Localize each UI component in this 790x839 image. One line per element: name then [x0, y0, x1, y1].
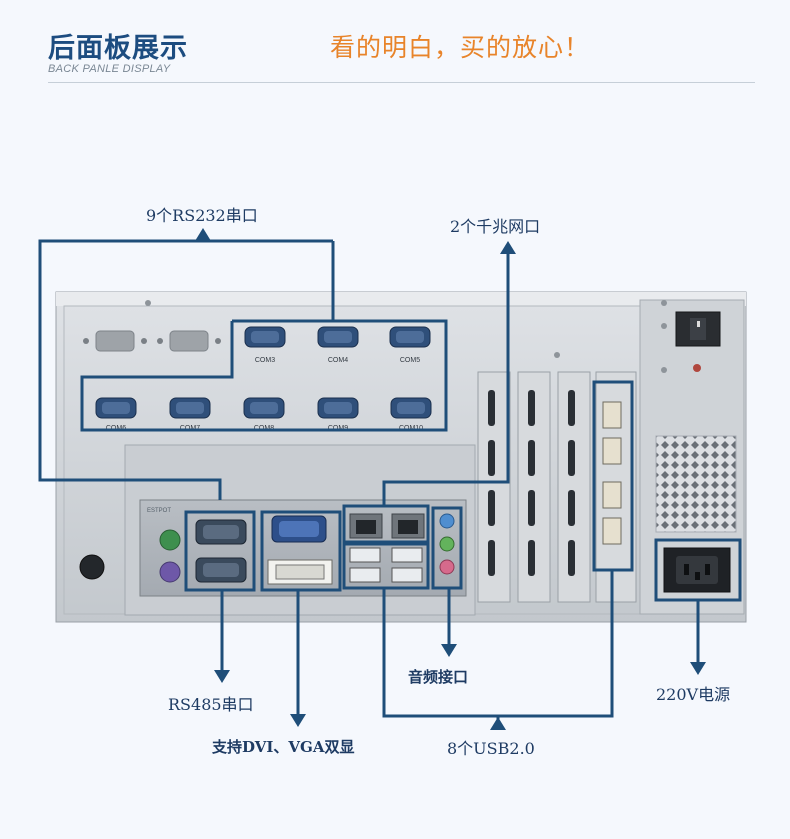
slogan: 看的明白，买的放心！	[330, 33, 591, 62]
arrow-display	[290, 714, 306, 727]
com6-port[interactable]	[95, 397, 137, 419]
io-usb-port-1[interactable]	[349, 547, 381, 563]
power-socket	[663, 547, 731, 593]
ps2-keyboard-port[interactable]	[159, 561, 181, 583]
page-subtitle: BACK PANLE DISPLAY	[48, 63, 171, 75]
com10-port[interactable]	[390, 397, 432, 419]
pci-slot-2	[517, 371, 551, 603]
rs485-highlight-box	[184, 510, 256, 592]
com3-port[interactable]	[244, 326, 286, 348]
arrow-rs485	[214, 670, 230, 683]
pci-slot-usb-card	[595, 371, 637, 603]
audio-highlight-box	[431, 506, 463, 590]
com8-port[interactable]	[243, 397, 285, 419]
callout-audio-label: 音频接口	[408, 668, 469, 686]
io-usb-port-2[interactable]	[349, 567, 381, 583]
blank-port-covers	[83, 330, 221, 352]
vga-port[interactable]	[271, 515, 327, 543]
com-port-row-1	[244, 326, 431, 348]
lan-highlight-box	[342, 504, 430, 544]
expansion-slots	[477, 371, 637, 603]
callout-usb-label: 8个USB2.0	[447, 739, 535, 758]
io-shield: ESTPOT	[139, 499, 467, 597]
callout-arrowheads	[195, 228, 706, 730]
io-usb-port-4[interactable]	[391, 567, 423, 583]
callout-power-label: 220V电源	[656, 685, 731, 704]
arrow-rs232	[195, 228, 211, 241]
lan-port-1[interactable]	[349, 513, 383, 539]
com-port-row-2	[95, 397, 432, 419]
callout-rs232-label: 9个RS232串口	[146, 206, 258, 225]
power-switch[interactable]	[675, 311, 721, 347]
audio-line-out-jack[interactable]	[439, 536, 455, 552]
com3-label: COM3	[255, 357, 275, 364]
com4-label: COM4	[328, 357, 348, 364]
callout-display-label: 支持DVI、VGA双显	[212, 738, 355, 756]
lan-port-2[interactable]	[391, 513, 425, 539]
arrow-usb	[490, 717, 506, 730]
rs232-highlight-box	[80, 319, 448, 432]
arrow-power	[690, 662, 706, 675]
dvi-port[interactable]	[267, 559, 333, 585]
io-usb-highlight-box	[342, 542, 430, 590]
io-sticker-text: ESTPOT	[147, 508, 171, 514]
callout-lan-label: 2个千兆网口	[450, 217, 541, 236]
com5-port[interactable]	[389, 326, 431, 348]
page-title: 后面板展示	[48, 33, 188, 64]
pci-slot-3	[557, 371, 591, 603]
grounding-knob	[79, 554, 105, 580]
vent-grille	[655, 435, 737, 533]
header-divider	[48, 82, 755, 83]
callout-rs485-label: RS485串口	[168, 695, 254, 714]
com7-port[interactable]	[169, 397, 211, 419]
rs485-port-1[interactable]	[195, 519, 247, 545]
pci-slot-1	[477, 371, 511, 603]
com9-port[interactable]	[317, 397, 359, 419]
io-usb-port-3[interactable]	[391, 547, 423, 563]
audio-line-in-jack[interactable]	[439, 513, 455, 529]
ps2-mouse-port[interactable]	[159, 529, 181, 551]
com5-label: COM5	[400, 357, 420, 364]
rs485-port-2[interactable]	[195, 557, 247, 583]
com4-port[interactable]	[317, 326, 359, 348]
callout-lines	[38, 239, 742, 730]
arrow-audio	[441, 644, 457, 657]
audio-mic-jack[interactable]	[439, 559, 455, 575]
arrow-lan	[500, 241, 516, 254]
display-highlight-box	[260, 510, 342, 592]
